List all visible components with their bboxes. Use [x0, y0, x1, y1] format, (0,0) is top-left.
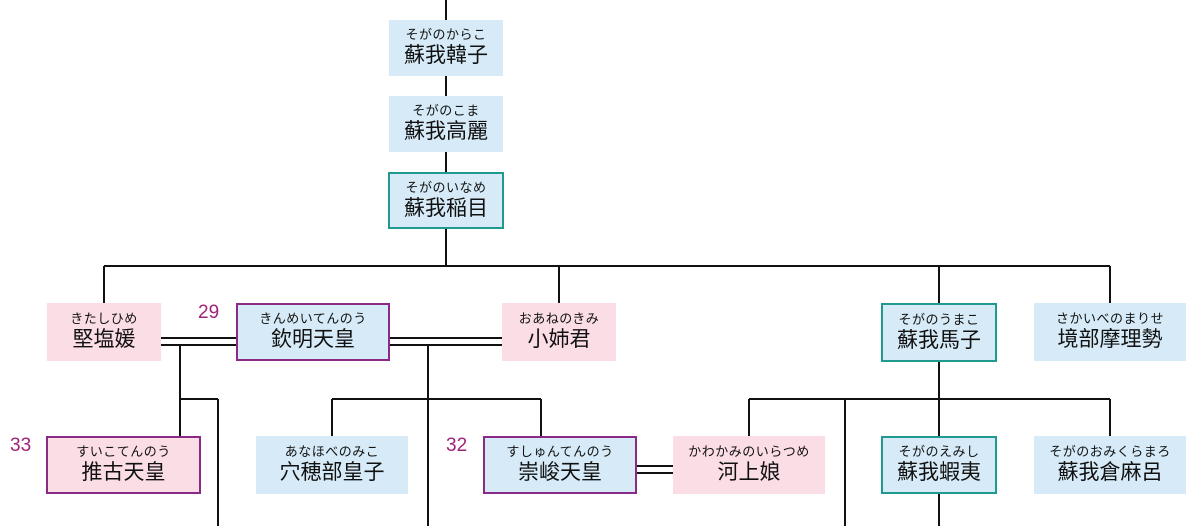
name: 穴穂部皇子 [279, 460, 385, 484]
emperor-number-suiko: 33 [10, 435, 32, 456]
name: 蘇我馬子 [897, 327, 981, 352]
name: 蘇我稲目 [404, 195, 488, 220]
furigana: そがのえみし [898, 445, 980, 460]
person-kitashihime: きたしひめ 堅塩媛 [47, 303, 161, 361]
furigana: すいこてんのう [76, 445, 171, 460]
name: 境部摩理勢 [1057, 327, 1163, 351]
person-soga-no-kuramaro: そがのおみくらまろ 蘇我倉麻呂 [1034, 436, 1186, 494]
person-soga-no-umako: そがのうまこ 蘇我馬子 [881, 303, 997, 362]
person-soga-no-emishi: そがのえみし 蘇我蝦夷 [881, 436, 997, 494]
person-emperor-sushun: すしゅんてんのう 崇峻天皇 [483, 436, 637, 494]
furigana: そがのいなめ [405, 180, 487, 196]
name: 小姉君 [527, 327, 591, 351]
furigana: あなほべのみこ [284, 445, 380, 460]
furigana: きたしひめ [70, 312, 138, 327]
furigana: そがのうまこ [898, 312, 980, 328]
furigana: すしゅんてんのう [506, 445, 614, 460]
person-soga-no-iname: そがのいなめ 蘇我稲目 [388, 172, 504, 229]
furigana: そがのこま [412, 104, 480, 119]
name: 推古天皇 [81, 460, 166, 484]
person-empress-suiko: すいこてんのう 推古天皇 [46, 436, 201, 494]
emperor-number-kinmei: 29 [198, 302, 220, 323]
emperor-number-sushun: 32 [446, 435, 468, 456]
furigana: かわかみのいらつめ [688, 445, 810, 460]
person-soga-no-karako: そがのからこ 蘇我韓子 [389, 20, 503, 76]
name: 河上娘 [717, 460, 781, 484]
furigana: おあねのきみ [518, 312, 600, 327]
furigana: そがのおみくらまろ [1049, 445, 1171, 460]
name: 蘇我倉麻呂 [1057, 460, 1163, 484]
person-soga-no-koma: そがのこま 蘇我高麗 [389, 96, 503, 152]
furigana: きんめいてんのう [259, 312, 367, 327]
person-kawakami-no-iratsume: かわかみのいらつめ 河上娘 [673, 436, 825, 494]
name: 欽明天皇 [271, 327, 355, 351]
person-emperor-kinmei: きんめいてんのう 欽明天皇 [236, 303, 390, 361]
person-anahobe-no-miko: あなほべのみこ 穴穂部皇子 [256, 436, 408, 494]
furigana: さかいべのまりせ [1055, 312, 1164, 327]
name: 蘇我蝦夷 [897, 460, 981, 484]
name: 蘇我高麗 [404, 119, 488, 143]
person-oane-no-kimi: おあねのきみ 小姉君 [502, 303, 616, 361]
furigana: そがのからこ [405, 28, 487, 43]
name: 崇峻天皇 [518, 460, 602, 484]
person-sakaibe-no-marise: さかいべのまりせ 境部摩理勢 [1034, 303, 1186, 361]
name: 蘇我韓子 [404, 43, 488, 67]
name: 堅塩媛 [72, 327, 136, 351]
